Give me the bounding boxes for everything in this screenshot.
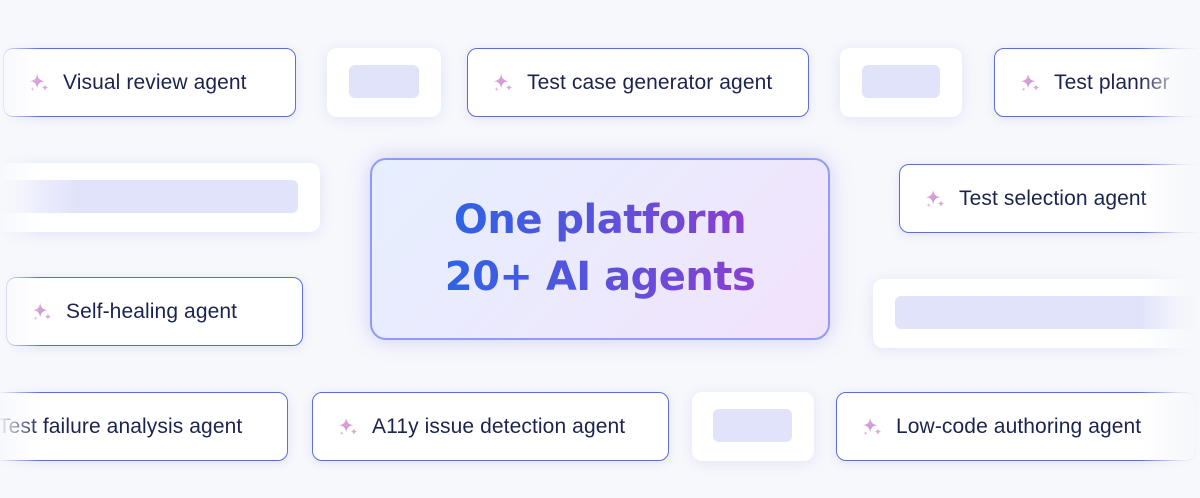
agent-chip-test-planner: Test planner [994,48,1200,117]
placeholder-bar [895,296,1200,329]
headline-line-2: 20+ AI agents [445,249,756,306]
sparkle-icon [924,188,946,210]
placeholder-chip [840,48,962,117]
agent-chip-low-code-authoring: Low-code authoring agent [836,392,1196,461]
agent-chip-a11y-issue-detection: A11y issue detection agent [312,392,669,461]
placeholder-bar [862,65,940,98]
sparkle-icon [1019,72,1041,94]
agent-label: Test planner [1054,70,1170,94]
agent-chip-test-failure-analysis: Test failure analysis agent [0,392,288,461]
agent-label: Test failure analysis agent [0,414,243,438]
agent-chip-self-healing: Self-healing agent [6,277,303,346]
placeholder-chip [327,48,441,117]
sparkle-icon [492,72,514,94]
agent-chip-test-selection: Test selection agent [899,164,1200,233]
sparkle-icon [337,416,359,438]
sparkle-icon [31,301,53,323]
agent-label: Visual review agent [63,70,247,94]
headline-line-1: One platform [454,192,747,249]
sparkle-icon [861,416,883,438]
agent-label: Test selection agent [959,186,1147,210]
headline-card: One platform 20+ AI agents [370,158,830,340]
placeholder-bar [713,409,792,442]
placeholder-chip [873,279,1200,348]
placeholder-chip [692,392,814,461]
placeholder-bar [349,65,419,98]
agent-chip-test-case-generator: Test case generator agent [467,48,809,117]
placeholder-chip [0,163,320,232]
agent-chip-visual-review: Visual review agent [3,48,296,117]
placeholder-bar [2,180,298,213]
agent-label: Low-code authoring agent [896,414,1142,438]
agent-label: Test case generator agent [527,70,773,94]
agent-label: Self-healing agent [66,299,238,323]
agent-label: A11y issue detection agent [372,414,626,438]
sparkle-icon [28,72,50,94]
